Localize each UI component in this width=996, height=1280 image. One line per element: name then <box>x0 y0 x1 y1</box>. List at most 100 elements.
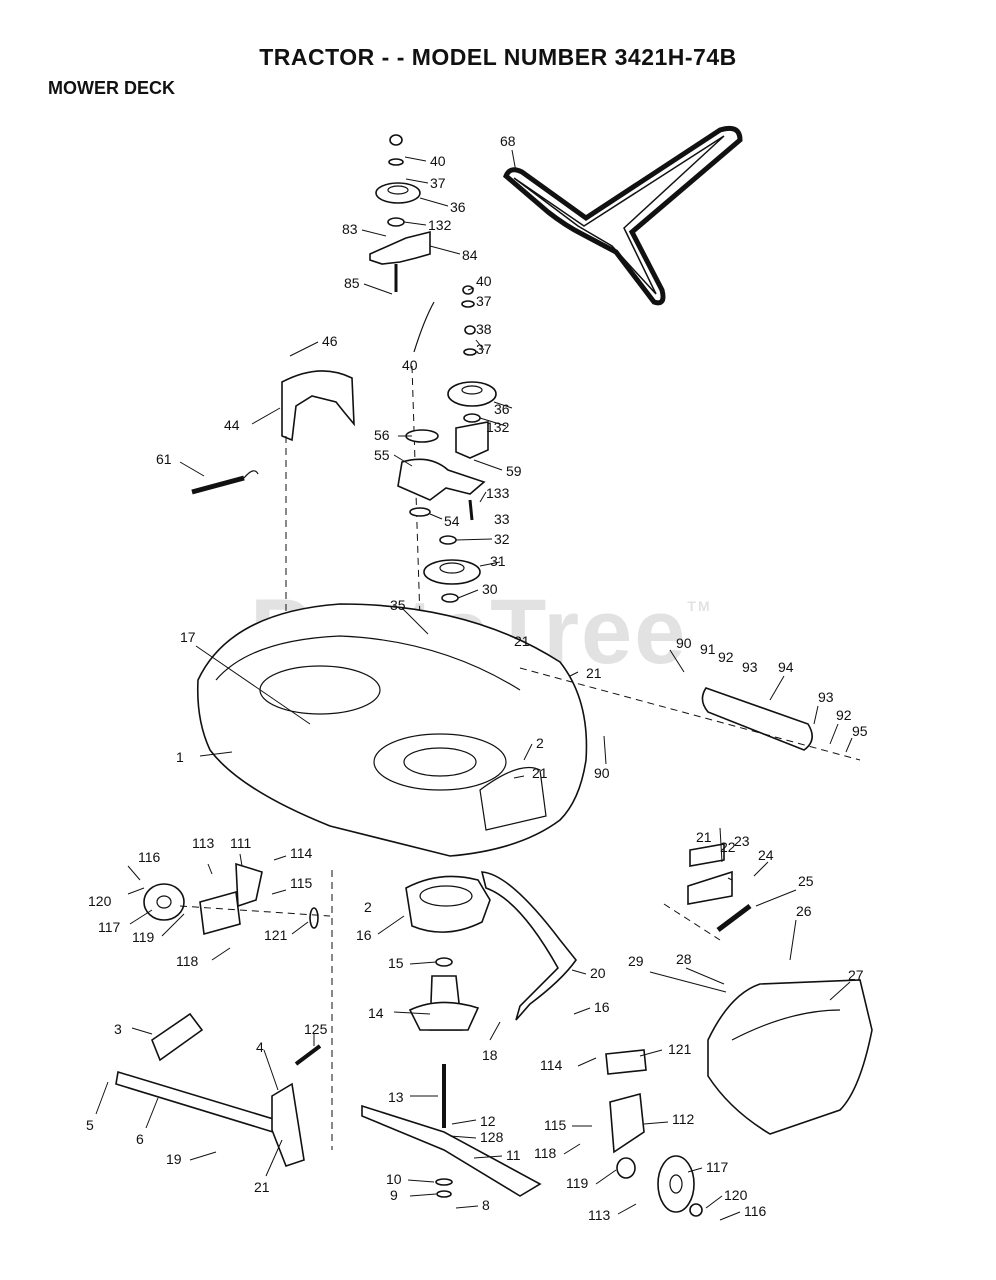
callout-114: 114 <box>290 845 313 861</box>
callout-35: 35 <box>390 597 406 613</box>
callout-16: 16 <box>594 999 610 1015</box>
callout-40: 40 <box>476 273 492 289</box>
callout-20: 20 <box>590 965 606 981</box>
bracket-111 <box>235 862 263 908</box>
callout-11: 11 <box>506 1147 521 1163</box>
callout-54: 54 <box>444 513 460 529</box>
bracket-112 <box>609 1092 645 1154</box>
callout-12: 12 <box>480 1113 496 1129</box>
callout-labels: 40 37 36 132 83 84 85 68 40 37 38 37 40 … <box>86 133 868 1223</box>
callout-36: 36 <box>450 199 466 215</box>
callout-10: 10 <box>386 1171 402 1187</box>
callout-113: 113 <box>588 1207 611 1223</box>
callout-4: 4 <box>256 1039 264 1055</box>
callout-116: 116 <box>744 1203 767 1219</box>
wheel-117-right <box>657 1155 695 1213</box>
callout-14: 14 <box>368 1005 384 1021</box>
arm-4 <box>271 1082 305 1167</box>
callout-112: 112 <box>672 1111 695 1127</box>
callout-91: 91 <box>700 641 716 657</box>
mower-deck-1 <box>196 603 588 857</box>
callout-37: 37 <box>476 341 492 357</box>
bracket-84 <box>369 230 431 265</box>
callout-68: 68 <box>500 133 516 149</box>
callout-37: 37 <box>430 175 446 191</box>
callout-132: 132 <box>428 217 452 233</box>
washer-54 <box>409 507 431 517</box>
wheel-117-left <box>143 883 185 921</box>
callout-9: 9 <box>390 1187 398 1203</box>
callout-44: 44 <box>224 417 240 433</box>
callout-23: 23 <box>734 833 750 849</box>
callout-33: 33 <box>494 511 510 527</box>
callout-21: 21 <box>696 829 712 845</box>
callout-119: 119 <box>566 1175 589 1191</box>
belt-guard-44 <box>281 370 355 442</box>
callout-30: 30 <box>482 581 498 597</box>
parts-artwork <box>115 125 873 1217</box>
callout-16: 16 <box>356 927 372 943</box>
callout-85: 85 <box>344 275 360 291</box>
callout-121: 121 <box>668 1041 692 1057</box>
callout-3: 3 <box>114 1021 122 1037</box>
belt-68-inner <box>513 135 725 295</box>
callout-21: 21 <box>586 665 602 681</box>
callout-55: 55 <box>374 447 390 463</box>
callout-40: 40 <box>430 153 446 169</box>
leader-lines <box>95 149 853 1221</box>
callout-118: 118 <box>534 1145 557 1161</box>
callout-93: 93 <box>742 659 758 675</box>
bushing-132-upper <box>387 217 405 227</box>
callout-119: 119 <box>132 929 155 945</box>
callout-1: 1 <box>176 749 184 765</box>
callout-92: 92 <box>836 707 852 723</box>
callout-90: 90 <box>594 765 610 781</box>
blade-11 <box>361 1104 542 1197</box>
callout-17: 17 <box>180 629 196 645</box>
callout-36: 36 <box>494 401 510 417</box>
discharge-chute-27 <box>707 979 873 1135</box>
callout-18: 18 <box>482 1047 498 1063</box>
callout-21: 21 <box>514 633 530 649</box>
callout-19: 19 <box>166 1151 182 1167</box>
section-title: MOWER DECK <box>48 78 175 98</box>
callout-83: 83 <box>342 221 358 237</box>
bracket-3 <box>151 1012 204 1062</box>
washer-37-upper <box>388 158 404 166</box>
callout-92: 92 <box>718 649 734 665</box>
idler-arm-55 <box>397 458 486 501</box>
callout-2: 2 <box>364 899 372 915</box>
callout-84: 84 <box>462 247 478 263</box>
callout-40: 40 <box>402 357 418 373</box>
callout-95: 95 <box>852 723 868 739</box>
callout-46: 46 <box>322 333 338 349</box>
callout-125: 125 <box>304 1021 328 1037</box>
callout-25: 25 <box>798 873 814 889</box>
callout-113: 113 <box>192 835 215 851</box>
callout-114: 114 <box>540 1057 563 1073</box>
callout-13: 13 <box>388 1089 404 1105</box>
callout-121: 121 <box>264 927 288 943</box>
callout-8: 8 <box>482 1197 490 1213</box>
callout-31: 31 <box>490 553 506 569</box>
callout-61: 61 <box>156 451 172 467</box>
spring-61 <box>191 475 245 495</box>
arm-18 <box>480 871 577 1021</box>
callout-115: 115 <box>290 875 313 891</box>
callout-93: 93 <box>818 689 834 705</box>
callout-22: 22 <box>720 839 736 855</box>
pulley-31 <box>423 559 481 585</box>
spring-24 <box>716 904 752 932</box>
callout-38: 38 <box>476 321 492 337</box>
callout-59: 59 <box>506 463 522 479</box>
callout-24: 24 <box>758 847 774 863</box>
callout-120: 120 <box>88 893 112 909</box>
pulley-36-upper <box>375 182 421 204</box>
callout-15: 15 <box>388 955 404 971</box>
callout-115: 115 <box>544 1117 567 1133</box>
callout-120: 120 <box>724 1187 748 1203</box>
page-title: TRACTOR - - MODEL NUMBER 3421H-74B <box>259 44 737 70</box>
spindle-housing-16 <box>405 875 491 933</box>
callout-132: 132 <box>486 419 510 435</box>
callout-21: 21 <box>532 765 548 781</box>
